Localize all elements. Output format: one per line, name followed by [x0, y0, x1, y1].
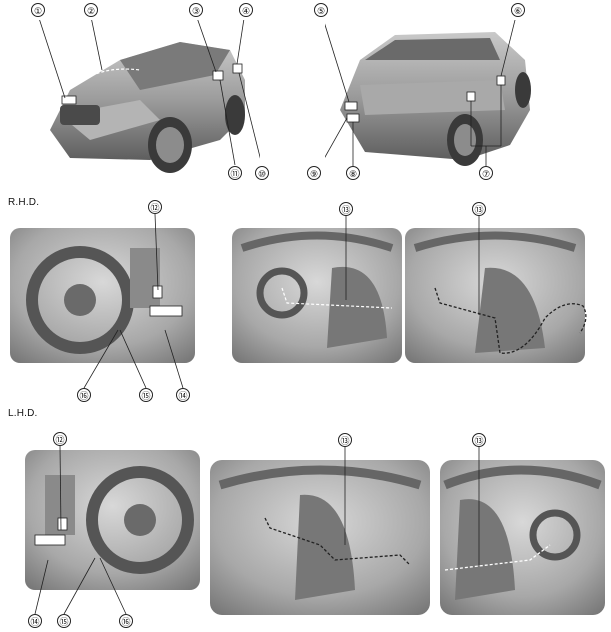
rhd-cabin-illustration-a [232, 228, 402, 363]
car-rear-illustration [325, 20, 531, 166]
lhd-leader-lines [34, 445, 127, 615]
lhd-callout-14: ⑭ [28, 614, 42, 628]
callout-3: ③ [189, 3, 203, 17]
callout-6: ⑥ [511, 3, 525, 17]
callout-10: ⑩ [255, 166, 269, 180]
callout-4: ④ [239, 3, 253, 17]
callout-8: ⑧ [346, 166, 360, 180]
callout-5: ⑤ [314, 3, 328, 17]
callout-2: ② [84, 3, 98, 17]
car-front-illustration [39, 20, 260, 173]
callout-9: ⑨ [307, 166, 321, 180]
lhd-callout-12: ⑫ [53, 432, 67, 446]
section-label-lhd: L.H.D. [8, 408, 38, 419]
rhd-callout-13-a: ⑬ [339, 202, 353, 216]
rhd-callout-16: ⑯ [77, 388, 91, 402]
callout-7: ⑦ [479, 166, 493, 180]
rhd-callout-12: ⑫ [148, 200, 162, 214]
lhd-callout-13-b: ⑬ [472, 433, 486, 447]
lhd-dashboard-illustration [25, 450, 200, 590]
callout-1: ① [31, 3, 45, 17]
rhd-dashboard-illustration [10, 228, 195, 363]
lhd-cabin-illustration-a [210, 460, 430, 615]
rhd-callout-13-b: ⑬ [472, 202, 486, 216]
rhd-callout-14: ⑭ [176, 388, 190, 402]
lhd-callout-16: ⑯ [119, 614, 133, 628]
section-label-rhd: R.H.D. [8, 197, 40, 208]
rhd-callout-15: ⑮ [139, 388, 153, 402]
rhd-cabin-illustration-b [405, 228, 587, 363]
callout-11: ⑪ [228, 166, 242, 180]
lhd-cabin-illustration-b [440, 460, 605, 615]
rhd-leader-lines [83, 213, 184, 389]
lhd-callout-15: ⑮ [57, 614, 71, 628]
lhd-callout-13-a: ⑬ [338, 433, 352, 447]
